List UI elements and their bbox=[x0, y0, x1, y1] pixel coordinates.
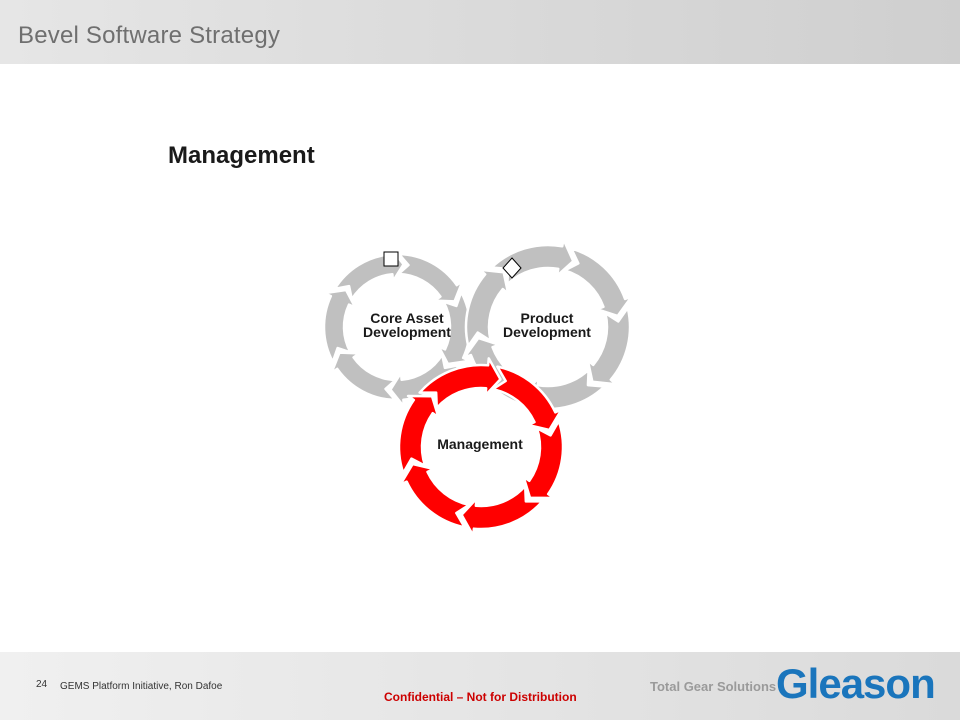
cycle-arrow-segment bbox=[563, 247, 633, 318]
cycle-arrow-segment bbox=[491, 365, 563, 432]
cycle-arrow-segment bbox=[397, 252, 464, 303]
cycle-arrow-segment bbox=[397, 394, 440, 475]
cycle-arrow-segment bbox=[460, 484, 544, 537]
cycle-arrow-segment bbox=[522, 419, 565, 500]
cycle-arrow-segment bbox=[322, 288, 357, 364]
cycle-arrow-segment bbox=[330, 351, 397, 402]
slide-title: Bevel Software Strategy bbox=[18, 22, 281, 49]
cycle-arrow-segment bbox=[464, 268, 510, 348]
cycle-arrow-segment bbox=[418, 357, 502, 410]
gleason-logo: Gleason bbox=[776, 660, 936, 707]
footer: 24 GEMS Platform Initiative, Ron Dafoe C… bbox=[0, 652, 960, 720]
cycle-label-product-line-1: Product bbox=[521, 310, 574, 326]
cycle-management bbox=[397, 357, 565, 537]
cycle-label-core-line-2: Development bbox=[363, 324, 451, 340]
cycle-label-product-line-2: Development bbox=[503, 324, 591, 340]
section-heading: Management bbox=[168, 142, 315, 169]
title-bar: Bevel Software Strategy bbox=[0, 0, 960, 64]
cycle-arrow-segment bbox=[586, 306, 632, 386]
tagline: Total Gear Solutions bbox=[650, 679, 777, 694]
cycle-label-management: Management bbox=[437, 436, 523, 452]
cycle-label-core-line-1: Core Asset bbox=[370, 310, 444, 326]
square-icon bbox=[383, 251, 399, 267]
diamond-icon bbox=[502, 257, 522, 279]
cycle-arrow-segment bbox=[399, 462, 471, 529]
footer-note: GEMS Platform Initiative, Ron Dafoe bbox=[60, 681, 223, 692]
page-number: 24 bbox=[36, 679, 48, 690]
confidential-notice: Confidential – Not for Distribution bbox=[384, 690, 577, 704]
